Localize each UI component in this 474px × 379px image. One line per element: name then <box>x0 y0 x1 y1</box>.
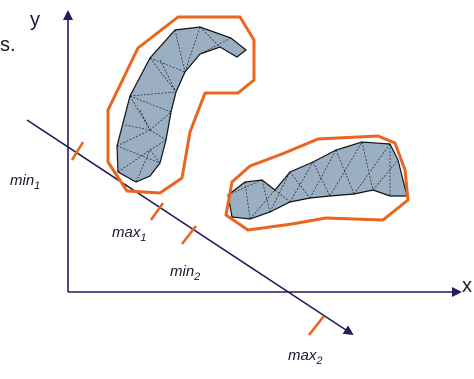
mesh-triangulation-2 <box>227 141 399 220</box>
object-2 <box>224 134 410 232</box>
mesh-triangulation-1 <box>116 26 232 183</box>
label-max2: max2 <box>288 347 322 367</box>
convex-hull-2 <box>224 134 410 232</box>
truncated-text-fragment: s. <box>0 34 16 56</box>
label-min2: min2 <box>170 263 200 283</box>
label-min1: min1 <box>10 172 40 192</box>
convex-hull-1 <box>106 15 256 195</box>
object-1 <box>106 15 256 195</box>
mesh-surface-2 <box>227 141 408 220</box>
tick-min1 <box>70 141 85 161</box>
projection-axis <box>26 119 354 336</box>
y-axis-label: y <box>30 9 40 31</box>
tick-max1 <box>149 202 165 221</box>
tick-max2 <box>307 315 326 336</box>
x-axis-label: x <box>462 275 472 297</box>
tick-min2 <box>180 225 198 245</box>
label-max1: max1 <box>112 224 146 244</box>
